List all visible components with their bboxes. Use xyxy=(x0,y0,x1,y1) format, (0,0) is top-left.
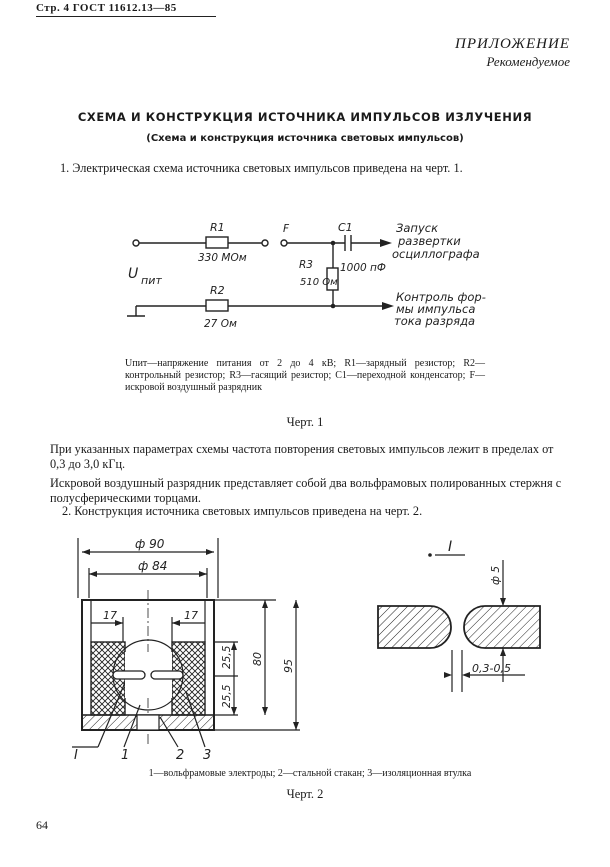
dim-25-5-bottom: 25,5 xyxy=(221,684,233,708)
appendix-status: Рекомендуемое xyxy=(486,54,570,69)
paragraph-3: Искровой воздушный разрядник представляе… xyxy=(50,476,562,505)
dim-25-5-top: 25,5 xyxy=(221,645,233,669)
circuit-diagram: R1 330 МОм R2 27 Ом R3 510 Ом C1 1000 пФ… xyxy=(127,221,486,330)
callout-3: 3 xyxy=(203,748,211,763)
r2-label: R2 xyxy=(210,284,225,297)
dim-electrode-diameter: ф 5 xyxy=(490,566,502,585)
output-trigger-line2: развертки xyxy=(397,234,461,248)
page-subtitle: (Схема и конструкция источника световых … xyxy=(146,133,464,144)
page-title: СХЕМА И КОНСТРУКЦИЯ ИСТОЧНИКА ИМПУЛЬСОВ … xyxy=(77,110,533,124)
dim-outer-diameter: ф 90 xyxy=(135,537,165,551)
standard-header: Стр. 4 ГОСТ 11612.13—85 xyxy=(36,2,177,14)
output-monitor-line3: тока разряда xyxy=(394,314,475,328)
callout-1: 1 xyxy=(121,748,129,763)
paragraph-2: При указанных параметрах схемы частота п… xyxy=(50,442,554,471)
r1-value: 330 МОм xyxy=(198,252,247,264)
page-number: 64 xyxy=(36,818,48,832)
output-trigger-line3: осциллографа xyxy=(392,247,480,261)
dim-inner-diameter: ф 84 xyxy=(138,559,167,573)
dim-17-right: 17 xyxy=(184,609,198,622)
output-monitor-line2: мы импульса xyxy=(396,302,475,316)
appendix-label: ПРИЛОЖЕНИЕ xyxy=(455,36,570,52)
r1-label: R1 xyxy=(210,221,225,234)
dim-95: 95 xyxy=(282,659,295,673)
supply-voltage-symbol: U xyxy=(128,266,138,282)
figure-1-caption: Черт. 1 xyxy=(286,415,324,429)
c1-label: C1 xyxy=(338,221,353,234)
r3-value: 510 Ом xyxy=(300,277,338,288)
dim-gap: 0,3-0,5 xyxy=(472,662,511,675)
r3-label: R3 xyxy=(299,259,313,271)
output-monitor-line1: Контроль фор- xyxy=(396,290,486,304)
r2-value: 27 Ом xyxy=(204,318,237,330)
paragraph-1: 1. Электрическая схема источника световы… xyxy=(60,161,463,175)
output-trigger-line1: Запуск xyxy=(396,221,438,235)
spark-gap-label: F xyxy=(283,223,290,235)
callout-2: 2 xyxy=(176,748,184,763)
supply-voltage-subscript: пит xyxy=(141,274,162,287)
header-rule xyxy=(36,16,216,17)
c1-value: 1000 пФ xyxy=(340,262,386,274)
figure-1-legend: Uпит—напряжение питания от 2 до 4 кВ; R1… xyxy=(125,358,485,393)
construction-drawing: ф 90 ф 84 17 17 25,5 25,5 80 95 I 1 2 3 … xyxy=(72,537,541,763)
figure-2-legend: 1—вольфрамовые электроды; 2—стальной ста… xyxy=(148,768,472,779)
detail-marker: I xyxy=(448,539,452,555)
paragraph-4: 2. Конструкция источника световых импуль… xyxy=(62,504,423,518)
dim-17-left: 17 xyxy=(103,609,117,622)
dim-80: 80 xyxy=(251,652,264,666)
figure-2-caption: Черт. 2 xyxy=(286,787,324,801)
section-marker: I xyxy=(74,748,78,763)
